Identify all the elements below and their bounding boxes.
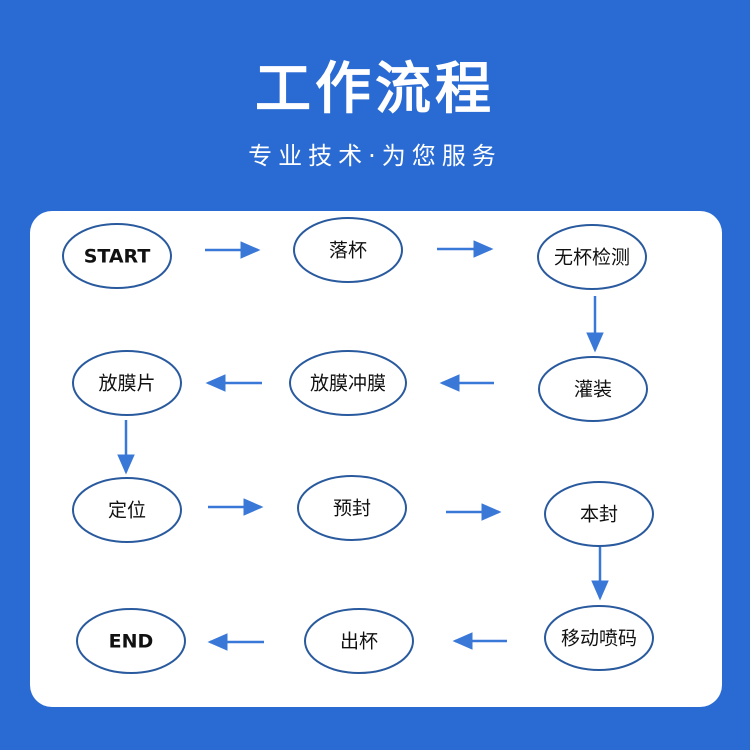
flow-node-3: 无杯检测 (537, 224, 647, 290)
flow-node-11: 出杯 (304, 608, 414, 674)
flow-node-ellipse (537, 224, 647, 290)
flow-node-label: 无杯检测 (554, 247, 630, 269)
flow-node-label: 本封 (580, 504, 618, 526)
flow-node-6: 放膜片 (72, 350, 182, 416)
flow-node-label: 落杯 (329, 240, 367, 262)
flow-node-ellipse (297, 475, 407, 541)
flow-node-ellipse (62, 223, 172, 289)
page-subtitle: 专业技术·为您服务 (248, 142, 502, 170)
page-title: 工作流程 (255, 57, 495, 122)
flow-node-5: 放膜冲膜 (289, 350, 407, 416)
flow-node-ellipse (544, 605, 654, 671)
flow-node-ellipse (544, 481, 654, 547)
flow-node-label: 出杯 (340, 631, 378, 653)
flow-node-9: 本封 (544, 481, 654, 547)
flow-node-10: 移动喷码 (544, 605, 654, 671)
flow-node-label: END (109, 631, 154, 653)
flow-node-12: END (76, 608, 186, 674)
flow-node-1: START (62, 223, 172, 289)
flow-node-label: 预封 (333, 498, 371, 520)
flow-node-ellipse (72, 477, 182, 543)
flow-node-2: 落杯 (293, 217, 403, 283)
flow-node-ellipse (289, 350, 407, 416)
flow-node-label: 移动喷码 (561, 628, 637, 650)
flow-node-label: 放膜片 (98, 373, 155, 395)
flow-node-7: 定位 (72, 477, 182, 543)
flow-node-4: 灌装 (538, 356, 648, 422)
flow-node-ellipse (293, 217, 403, 283)
flow-node-label: 定位 (108, 500, 146, 522)
flow-node-label: 灌装 (574, 379, 612, 401)
flow-node-ellipse (538, 356, 648, 422)
flow-node-label: 放膜冲膜 (310, 373, 386, 395)
flow-node-label: START (84, 246, 151, 268)
flow-node-8: 预封 (297, 475, 407, 541)
flow-node-ellipse (304, 608, 414, 674)
flow-node-ellipse (76, 608, 186, 674)
flow-node-ellipse (72, 350, 182, 416)
